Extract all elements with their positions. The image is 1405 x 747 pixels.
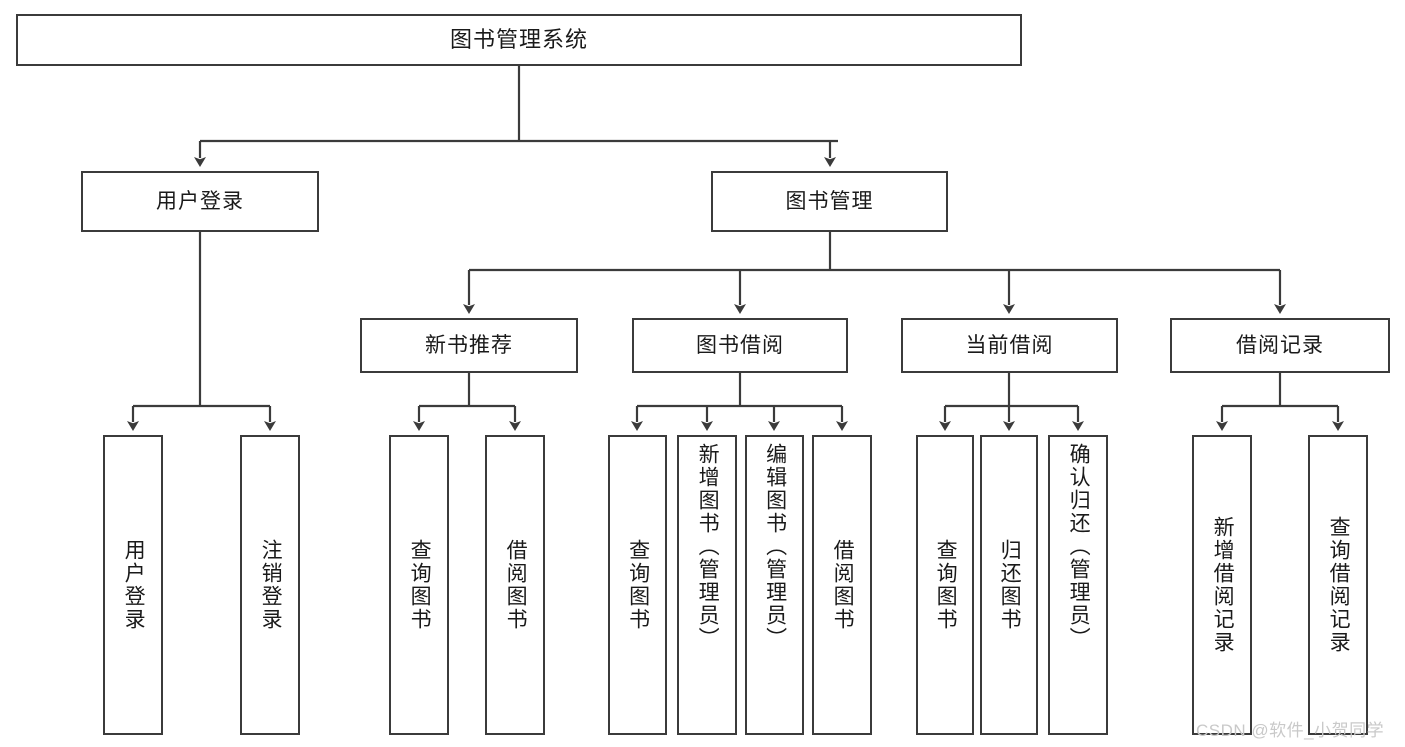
leaf-borrow-book-newbook[interactable]: 借阅图书	[485, 435, 545, 735]
leaf-edit-book-admin[interactable]: 编辑图书（管理员）	[745, 435, 804, 735]
node-book-management[interactable]: 图书管理	[711, 171, 948, 232]
leaf-query-book-newbook[interactable]: 查询图书	[389, 435, 449, 735]
leaf-query-book-borrow[interactable]: 查询图书	[608, 435, 667, 735]
leaf-add-book-admin[interactable]: 新增图书（管理员）	[677, 435, 737, 735]
leaf-query-book-current[interactable]: 查询图书	[916, 435, 974, 735]
node-user-login[interactable]: 用户登录	[81, 171, 319, 232]
node-new-book-recommend[interactable]: 新书推荐	[360, 318, 578, 373]
leaf-logout[interactable]: 注销登录	[240, 435, 300, 735]
leaf-confirm-return-admin[interactable]: 确认归还（管理员）	[1048, 435, 1108, 735]
leaf-borrow-book[interactable]: 借阅图书	[812, 435, 872, 735]
node-root-library-system[interactable]: 图书管理系统	[16, 14, 1022, 66]
leaf-user-login[interactable]: 用户登录	[103, 435, 163, 735]
node-book-borrow[interactable]: 图书借阅	[632, 318, 848, 373]
leaf-query-borrow-record[interactable]: 查询借阅记录	[1308, 435, 1368, 735]
leaf-add-borrow-record[interactable]: 新增借阅记录	[1192, 435, 1252, 735]
node-borrow-record[interactable]: 借阅记录	[1170, 318, 1390, 373]
node-current-borrow[interactable]: 当前借阅	[901, 318, 1118, 373]
leaf-return-book[interactable]: 归还图书	[980, 435, 1038, 735]
watermark-csdn: CSDN @软件_小贺同学	[1196, 721, 1385, 740]
